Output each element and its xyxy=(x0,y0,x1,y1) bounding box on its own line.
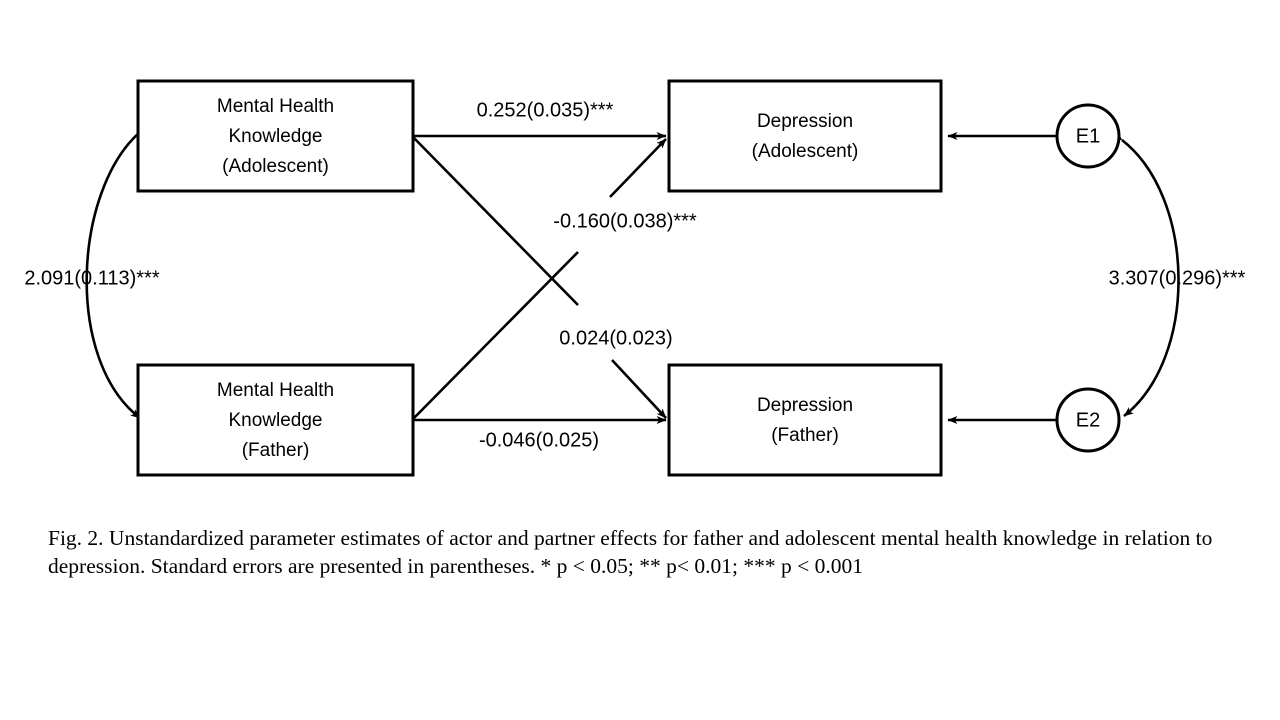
node-error-2-label: E2 xyxy=(1076,409,1100,431)
node-depression-adolescent[interactable] xyxy=(667,79,943,193)
node-mhk-adolescent-line2: Knowledge xyxy=(228,126,322,147)
edge-partner-adolescent-to-father-seg2 xyxy=(611,359,667,419)
node-depression-adolescent-line1: Depression xyxy=(757,111,853,132)
node-mhk-father-line2: Knowledge xyxy=(228,410,322,431)
edge-label-covariance-errors: 3.307(0.296)*** xyxy=(1109,267,1246,289)
edge-label-partner-father-to-adolescent: -0.160(0.038)*** xyxy=(553,210,697,232)
edge-partner-adolescent-to-father-seg1 xyxy=(411,135,579,306)
node-error-1[interactable] xyxy=(1055,103,1121,169)
edge-covariance-errors xyxy=(1112,131,1180,418)
node-depression-adolescent-line2: (Adolescent) xyxy=(752,141,859,162)
edge-label-covariance-predictors: 2.091(0.113)*** xyxy=(24,267,160,289)
node-depression-father-line1: Depression xyxy=(757,395,853,416)
node-error-1-label: E1 xyxy=(1076,125,1100,147)
node-mhk-adolescent[interactable] xyxy=(136,79,415,193)
node-depression-father-line2: (Father) xyxy=(771,425,839,446)
node-error-2[interactable] xyxy=(1055,387,1121,453)
node-mhk-adolescent-line3: (Adolescent) xyxy=(222,156,329,177)
edge-label-actor-adolescent: 0.252(0.035)*** xyxy=(477,99,614,121)
node-depression-father[interactable] xyxy=(667,363,943,477)
edge-label-actor-father: -0.046(0.025) xyxy=(479,429,599,451)
edge-partner-father-to-adolescent-seg2 xyxy=(609,138,667,198)
node-mhk-father-line1: Mental Health xyxy=(217,380,334,401)
node-mhk-father[interactable] xyxy=(136,363,415,477)
edge-label-partner-adolescent-to-father: 0.024(0.023) xyxy=(559,327,672,349)
edge-covariance-predictors xyxy=(85,122,150,420)
edge-partner-father-to-adolescent-seg1 xyxy=(411,251,579,421)
node-mhk-adolescent-line1: Mental Health xyxy=(217,96,334,117)
node-mhk-father-line3: (Father) xyxy=(242,440,310,461)
figure-caption: Fig. 2. Unstandardized parameter estimat… xyxy=(48,526,1213,578)
